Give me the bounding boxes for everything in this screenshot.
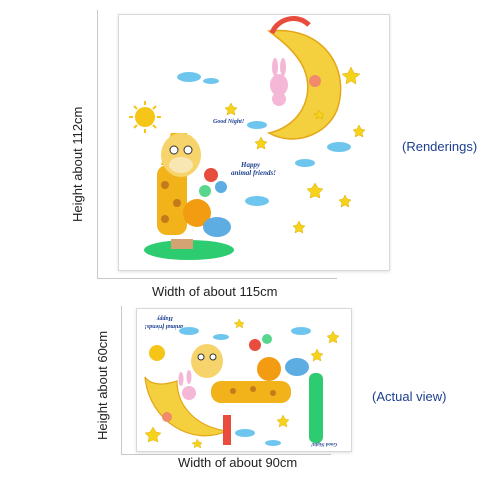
giraffe-figure: [191, 344, 291, 403]
top-height-label: Height about 112cm: [70, 106, 85, 222]
fence: [171, 239, 193, 249]
giraffe-figure: [157, 133, 201, 235]
bottom-happy-line2: animal friends!: [144, 323, 183, 329]
stars: [224, 66, 366, 234]
bunny-figure: [178, 370, 196, 400]
bottom-actual-view-tag: (Actual view): [372, 389, 447, 404]
top-width-guide: [97, 278, 337, 279]
balloon-red: [249, 339, 261, 351]
sun-figure: [129, 101, 161, 133]
stars: [144, 318, 340, 449]
lion-figure: [183, 199, 211, 227]
bottom-actual-panel: Happy animal friends! Good Night!: [136, 308, 352, 452]
top-rendering-panel: Good Night! Happy animal friends!: [118, 14, 390, 271]
elephant-figure: [203, 217, 231, 237]
bottom-happy-line1: Happy: [156, 315, 174, 321]
nightcap: [269, 16, 311, 35]
balloon-blue: [215, 181, 227, 193]
bunny-figure: [270, 58, 288, 106]
grass-strip: [309, 373, 323, 443]
striped-pole: [223, 415, 231, 445]
top-happy-line1: Happy: [240, 161, 261, 169]
moon-cheek: [309, 75, 321, 87]
balloon-green: [199, 185, 211, 197]
moon-cheek: [162, 412, 172, 422]
bottom-good-night-text: Good Night!: [311, 441, 337, 446]
top-renderings-tag: (Renderings): [402, 139, 478, 154]
bottom-width-label: Width of about 90cm: [178, 455, 298, 470]
top-width-label: Width of about 115cm: [152, 284, 278, 299]
balloon-red: [204, 168, 218, 182]
moon-shape: [266, 29, 342, 140]
balloon-green: [262, 334, 272, 344]
bottom-actual-artwork: Happy animal friends! Good Night!: [144, 315, 340, 449]
elephant-figure: [285, 358, 309, 376]
clouds: [179, 327, 311, 446]
top-rendering-artwork: Good Night! Happy animal friends!: [129, 16, 366, 260]
sun-figure: [149, 345, 165, 361]
top-good-night-text: Good Night!: [213, 119, 244, 125]
top-happy-line2: animal friends!: [231, 169, 276, 177]
grass-mound: [144, 240, 234, 260]
bottom-height-label: Height about 60cm: [95, 330, 110, 440]
bottom-height-guide: [121, 306, 122, 454]
lion-figure: [257, 357, 281, 381]
bottom-width-guide: [121, 454, 331, 455]
clouds: [177, 72, 351, 206]
top-height-guide: [97, 10, 98, 278]
